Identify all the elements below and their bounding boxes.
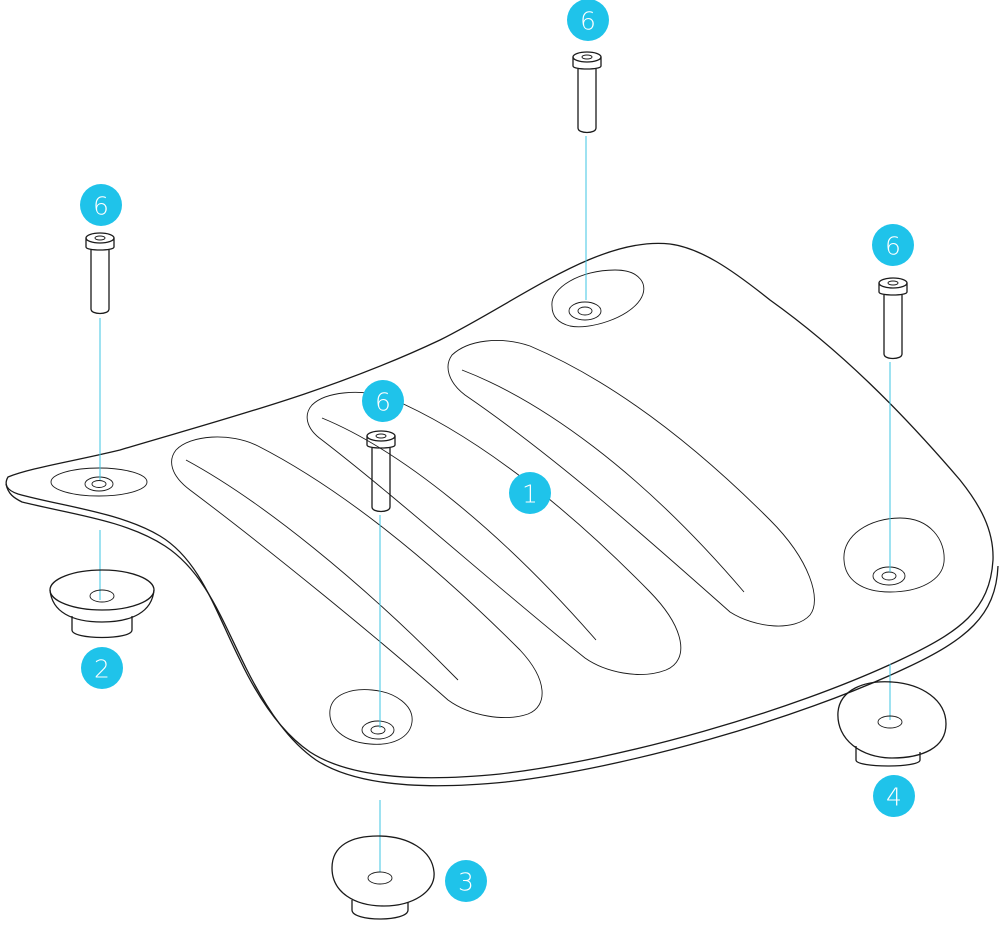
callout-badge (362, 380, 404, 422)
screw-right (878, 277, 908, 360)
leader-lines (99, 136, 891, 872)
callout-badge (872, 224, 914, 266)
foot-front (331, 835, 435, 920)
callout-badge (873, 775, 915, 817)
callout-screw-right: 6 (872, 224, 914, 266)
screw-left (85, 232, 115, 315)
mount-hole-front (329, 689, 413, 745)
callout-number: 1 (522, 480, 538, 509)
mount-hole-right (843, 517, 945, 593)
callout-badge (80, 184, 122, 226)
screw-top (572, 51, 602, 134)
callout-number: 2 (94, 655, 110, 684)
screw-center (366, 430, 396, 513)
rib-left (171, 436, 543, 718)
callout-screw-left: 6 (80, 184, 122, 226)
callout-badge (567, 0, 609, 41)
callout-number: 6 (885, 232, 901, 261)
rib-middle (306, 391, 682, 675)
callout-number: 3 (458, 868, 474, 897)
mount-hole-back (551, 269, 645, 328)
base-plate (5, 242, 999, 787)
foot-left (49, 569, 155, 639)
callout-badge (445, 860, 487, 902)
mount-hole-left (50, 467, 148, 497)
callout-plate: 1 (509, 472, 551, 514)
callout-foot-right: 4 (873, 775, 915, 817)
callout-badge (81, 647, 123, 689)
callout-number: 4 (886, 783, 902, 812)
callout-screw-top: 6 (567, 0, 609, 41)
callout-number: 6 (93, 192, 109, 221)
callout-number: 6 (375, 388, 391, 417)
callout-foot-front: 3 (445, 860, 487, 902)
callout-screw-center: 6 (362, 380, 404, 422)
rib-right (447, 340, 815, 627)
callout-badge (509, 472, 551, 514)
callout-foot-left: 2 (81, 647, 123, 689)
foot-right (837, 681, 947, 767)
callout-number: 6 (580, 7, 596, 36)
